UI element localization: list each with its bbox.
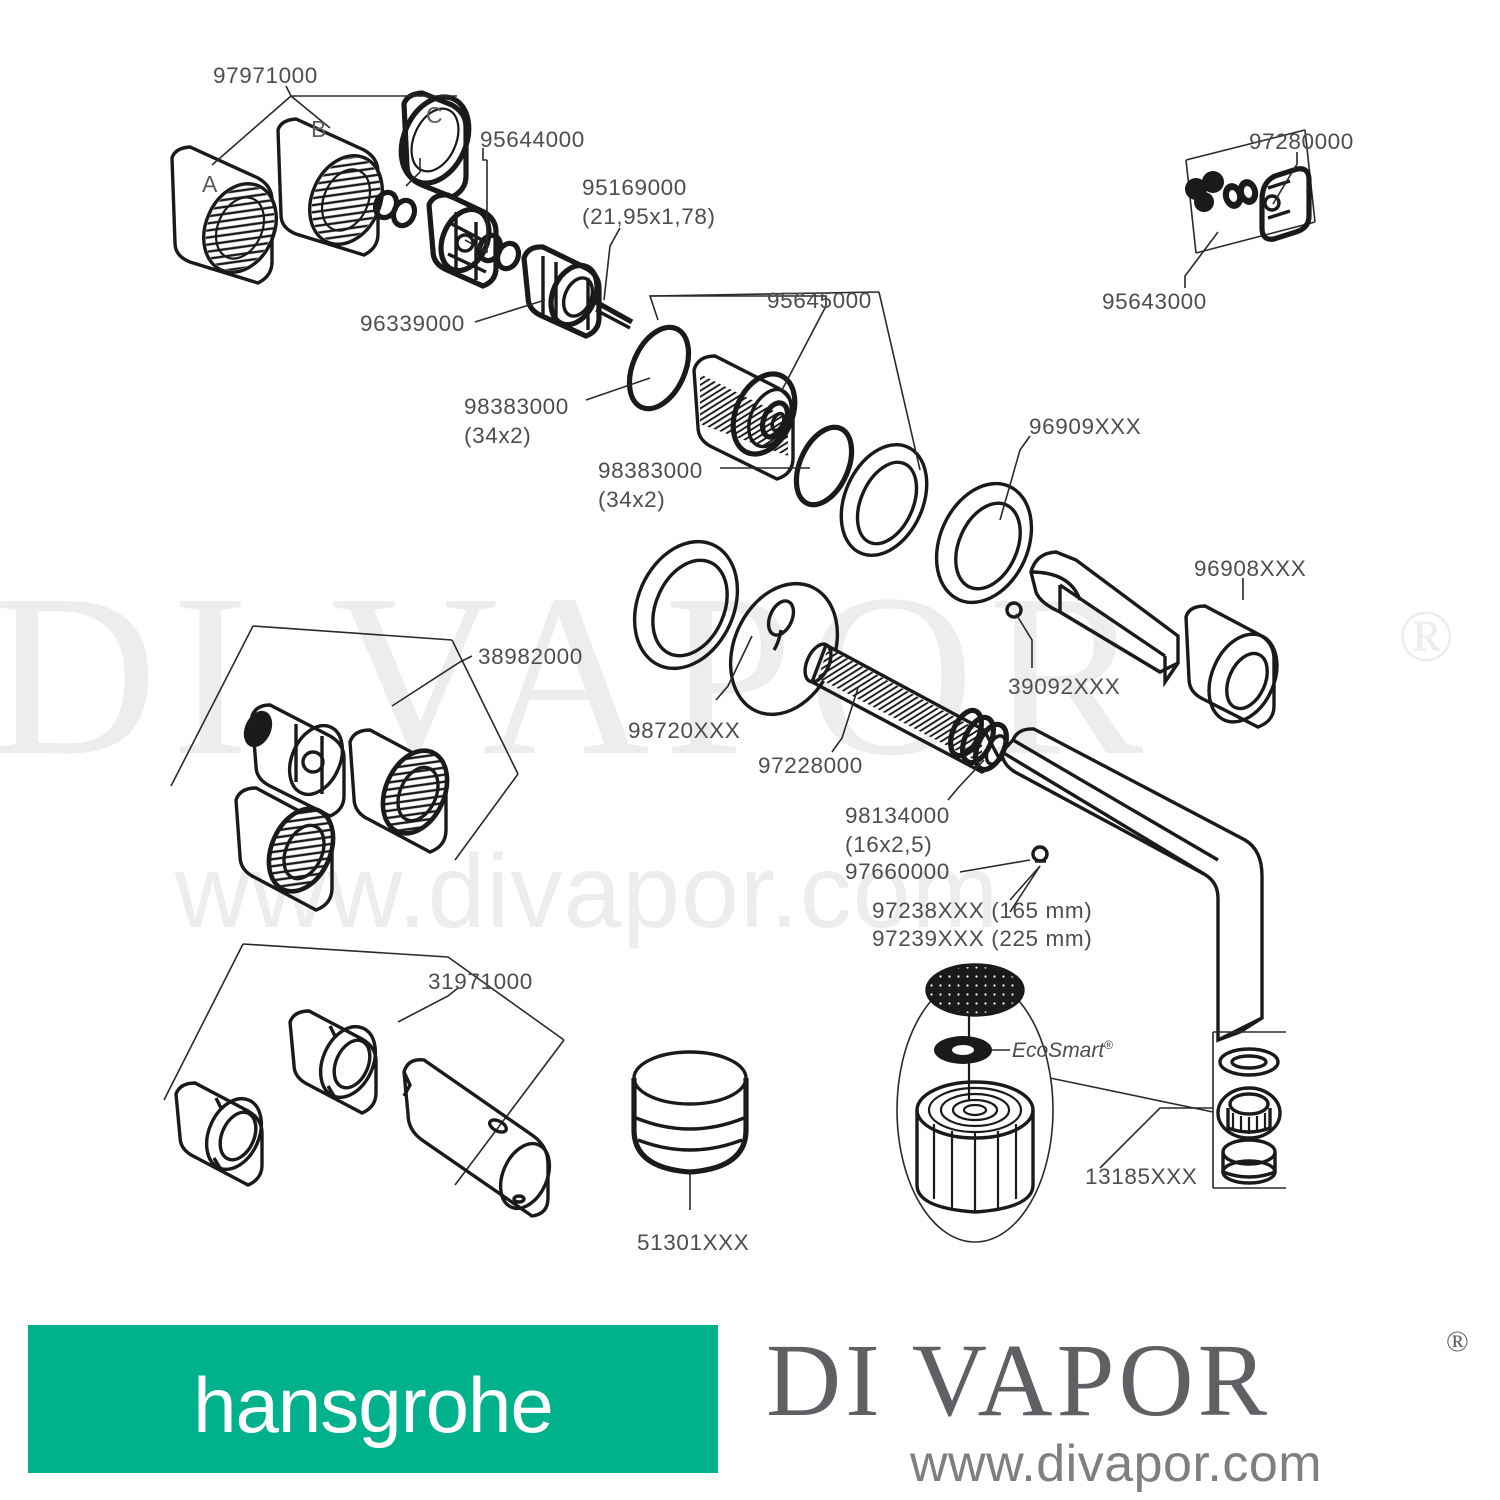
cartridge [521, 244, 634, 339]
kit-sleeve-lower [234, 786, 336, 912]
divapor-logo: DI VAPOR ® www.divapor.com [758, 1321, 1488, 1493]
label-97971000: 97971000 [213, 63, 318, 88]
handle-sleeve [1184, 604, 1279, 729]
kit2-collar-left [174, 1081, 264, 1187]
small-parts-kit [1185, 129, 1316, 254]
label-39092XXX: 39092XXX [1008, 674, 1121, 699]
kit-cartridge [243, 703, 346, 818]
label-31971000: 31971000 [428, 969, 533, 994]
kit2-tube [402, 1058, 552, 1218]
label-95169000-number: 95169000 [582, 175, 687, 200]
label-97238XXX: 97238XXX (165 mm) [872, 898, 1093, 923]
label-98720XXX: 98720XXX [628, 718, 741, 743]
sleeve-b [276, 117, 384, 257]
hansgrohe-logo: hansgrohe [28, 1325, 718, 1473]
label-96339000: 96339000 [360, 311, 465, 336]
escutcheon-large [632, 539, 740, 671]
label-38982000: 38982000 [478, 644, 583, 669]
label-96908XXX: 96908XXX [1194, 556, 1307, 581]
o-ring-upper [626, 324, 692, 412]
label-98134000: 98134000 (16x2,5) [845, 801, 950, 860]
label-98383000-lower: 98383000 (34x2) [598, 456, 703, 515]
label-ecosmart-registered-icon: ® [1104, 1038, 1114, 1052]
tool-piece [1259, 166, 1312, 242]
label-95643000: 95643000 [1102, 289, 1207, 314]
label-95645000: 95645000 [767, 288, 872, 313]
hansgrohe-wordmark: hansgrohe [193, 1360, 554, 1449]
label-98134000-number: 98134000 [845, 803, 950, 828]
handle-lever [1029, 550, 1180, 688]
label-letter-a: A [202, 171, 218, 197]
label-96909XXX: 96909XXX [1029, 414, 1142, 439]
divapor-registered-icon: ® [1446, 1325, 1469, 1358]
spout-body [1000, 727, 1264, 1043]
divapor-url: www.divapor.com [910, 1435, 1323, 1493]
label-13185XXX: 13185XXX [1085, 1164, 1198, 1189]
label-ecosmart-text: EcoSmart [1012, 1039, 1105, 1062]
sleeve-a [170, 145, 278, 285]
label-ecosmart: EcoSmart® [1012, 1038, 1113, 1063]
footer: hansgrohe DI VAPOR ® www.divapor.com [0, 1323, 1500, 1500]
threaded-body [692, 354, 798, 481]
label-letter-c: C [426, 102, 443, 128]
extension-rod [803, 642, 1009, 774]
kit-sleeve-upper [348, 728, 450, 854]
label-95644000: 95644000 [480, 127, 585, 152]
extension-kit-38982000 [170, 625, 519, 912]
label-95169000-spec: (21,95x1,78) [582, 204, 716, 230]
label-98383000-upper-spec: (34x2) [464, 423, 532, 449]
label-letter-b: B [311, 116, 327, 142]
label-98383000-upper-number: 98383000 [464, 394, 569, 419]
label-95169000: 95169000 (21,95x1,78) [582, 173, 716, 232]
label-97239XXX: 97239XXX (225 mm) [872, 926, 1093, 951]
cartridge-holder [426, 192, 499, 289]
retaining-clip-left [372, 189, 418, 229]
label-98134000-spec: (16x2,5) [845, 832, 933, 858]
label-98383000-lower-spec: (34x2) [598, 487, 666, 513]
extension-kit-31971000 [163, 943, 565, 1218]
aerator-cartridge [915, 1080, 1035, 1214]
sleeve-c [398, 90, 472, 200]
divapor-wordmark: DI VAPOR [766, 1323, 1271, 1438]
o-ring-lower [793, 424, 855, 508]
label-97660000: 97660000 [845, 859, 950, 884]
kit2-collar-right [288, 1009, 378, 1115]
spout-screw [1031, 845, 1049, 863]
label-98383000-upper: 98383000 (34x2) [464, 392, 569, 451]
aerator-assembly [1212, 1031, 1286, 1189]
label-98383000-lower-number: 98383000 [598, 458, 703, 483]
label-97280000: 97280000 [1249, 129, 1354, 154]
set-screw [1005, 601, 1023, 619]
washer-ring-1 [839, 442, 929, 558]
label-97228000: 97228000 [758, 753, 863, 778]
aerator-callout [896, 963, 1054, 1243]
label-51301XXX: 51301XXX [637, 1230, 750, 1255]
